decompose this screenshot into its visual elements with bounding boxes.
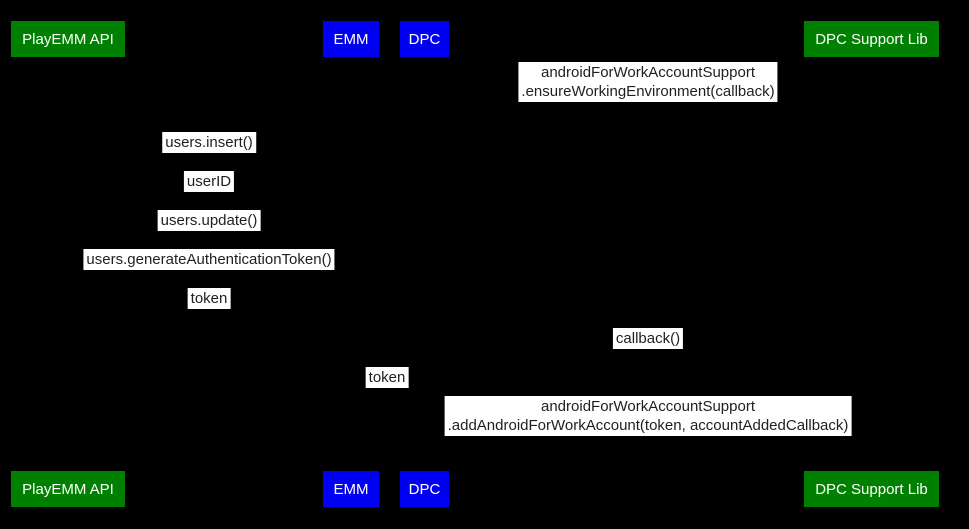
message-line: androidForWorkAccountSupport xyxy=(541,398,755,415)
actor-emm-bottom: EMM xyxy=(323,471,379,507)
actor-playemm-api-bottom: PlayEMM API xyxy=(11,471,125,507)
message-user-id: userID xyxy=(183,171,235,192)
actor-emm-top: EMM xyxy=(323,21,379,57)
actor-dpc-support-lib-bottom: DPC Support Lib xyxy=(804,471,939,507)
actor-dpc-top: DPC xyxy=(400,21,449,57)
message-line: users.generateAuthenticationToken() xyxy=(86,251,332,268)
message-line: token xyxy=(190,290,228,307)
message-line: token xyxy=(368,369,406,386)
message-users-update: users.update() xyxy=(157,210,261,231)
message-line: userID xyxy=(186,173,232,190)
message-line: users.update() xyxy=(160,212,258,229)
actor-dpc-bottom: DPC xyxy=(400,471,449,507)
message-token-return: token xyxy=(187,288,231,309)
message-line: .ensureWorkingEnvironment(callback) xyxy=(521,83,775,100)
message-callback: callback() xyxy=(612,328,684,349)
message-line: callback() xyxy=(615,330,681,347)
actor-playemm-api-top: PlayEMM API xyxy=(11,21,125,57)
message-ensure-working-environment: androidForWorkAccountSupport .ensureWork… xyxy=(518,62,778,102)
message-users-insert: users.insert() xyxy=(162,132,256,153)
actor-dpc-support-lib-top: DPC Support Lib xyxy=(804,21,939,57)
message-users-generate-authentication-token: users.generateAuthenticationToken() xyxy=(83,249,335,270)
message-line: users.insert() xyxy=(165,134,253,151)
message-token-to-dpc: token xyxy=(365,367,409,388)
message-line: androidForWorkAccountSupport xyxy=(540,64,755,81)
message-add-android-for-work-account: androidForWorkAccountSupport .addAndroid… xyxy=(444,396,852,436)
message-line: .addAndroidForWorkAccount(token, account… xyxy=(447,417,849,434)
